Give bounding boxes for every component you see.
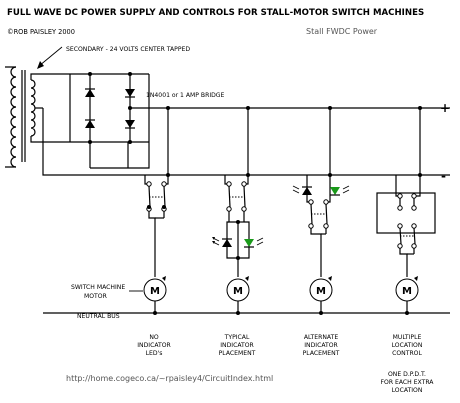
copyright-text: ©ROB PAISLEY 2000 bbox=[7, 28, 75, 36]
svg-text:ONE D.P.D.T.: ONE D.P.D.T. bbox=[388, 371, 426, 378]
led-red-indicator-typical bbox=[212, 237, 232, 247]
svg-text:PLACEMENT: PLACEMENT bbox=[219, 350, 256, 357]
svg-text:LOCATION: LOCATION bbox=[392, 342, 423, 349]
bridge-rectifier bbox=[69, 72, 150, 169]
column-label-no-indicator: NO INDICATOR LED's bbox=[137, 334, 171, 357]
diode-d3 bbox=[85, 119, 95, 128]
primary-winding bbox=[10, 66, 17, 168]
svg-text:TYPICAL: TYPICAL bbox=[224, 334, 250, 341]
svg-text:FOR EACH EXTRA: FOR EACH EXTRA bbox=[381, 379, 435, 386]
junction-dot bbox=[128, 72, 132, 76]
diagram-title: FULL WAVE DC POWER SUPPLY AND CONTROLS F… bbox=[7, 8, 424, 18]
switch-motor-4: M bbox=[395, 276, 419, 302]
diode-d4 bbox=[125, 120, 135, 129]
junction-dot bbox=[88, 140, 92, 144]
transformer bbox=[5, 46, 450, 176]
column-label-multiple-location: MULTIPLE LOCATION CONTROL bbox=[392, 334, 423, 357]
svg-text:LED's: LED's bbox=[146, 350, 163, 357]
secondary-label: SECONDARY - 24 VOLTS CENTER TAPPED bbox=[66, 46, 190, 53]
diode-d1 bbox=[85, 88, 95, 97]
diagram-subtitle: Stall FWDC Power bbox=[306, 27, 378, 36]
svg-text:M: M bbox=[233, 286, 243, 297]
column-label-typical-indicator: TYPICAL INDICATOR PLACEMENT bbox=[219, 334, 256, 357]
svg-text:NO: NO bbox=[149, 334, 159, 341]
minus-terminal-label: - bbox=[441, 169, 446, 183]
circuit-typical-indicator: M bbox=[212, 108, 264, 313]
secondary-winding bbox=[30, 79, 36, 137]
svg-text:INDICATOR: INDICATOR bbox=[220, 342, 254, 349]
svg-text:M: M bbox=[402, 286, 412, 297]
svg-text:INDICATOR: INDICATOR bbox=[137, 342, 171, 349]
led-red-indicator-alternate bbox=[292, 185, 312, 195]
switch-motor-3: M bbox=[309, 276, 333, 302]
bridge-label: 1N4001 or 1 AMP BRIDGE bbox=[146, 92, 225, 99]
svg-text:INDICATOR: INDICATOR bbox=[304, 342, 338, 349]
svg-text:PLACEMENT: PLACEMENT bbox=[303, 350, 340, 357]
diode-d2 bbox=[125, 89, 135, 98]
switch-motor-2: M bbox=[226, 276, 250, 302]
svg-text:M: M bbox=[150, 286, 160, 297]
extra-location-note: ONE D.P.D.T. FOR EACH EXTRA LOCATION bbox=[381, 371, 435, 394]
led-green-indicator-alternate bbox=[330, 185, 350, 196]
svg-text:LOCATION: LOCATION bbox=[392, 387, 423, 394]
rail-junctions bbox=[128, 106, 422, 315]
junction-dot bbox=[128, 140, 132, 144]
motor-label-line2: MOTOR bbox=[84, 293, 108, 300]
extra-location-box bbox=[376, 192, 436, 234]
neutral-bus-label: NEUTRAL BUS bbox=[77, 313, 120, 320]
circuit-multiple-location: M bbox=[376, 108, 436, 313]
svg-text:MULTIPLE: MULTIPLE bbox=[393, 334, 422, 341]
led-green-indicator-typical bbox=[244, 237, 264, 248]
svg-text:ALTERNATE: ALTERNATE bbox=[304, 334, 339, 341]
svg-text:M: M bbox=[316, 286, 326, 297]
column-label-alternate-indicator: ALTERNATE INDICATOR PLACEMENT bbox=[303, 334, 340, 357]
secondary-pointer bbox=[38, 46, 63, 67]
circuit-no-indicator: M bbox=[143, 108, 169, 313]
junction-dot bbox=[88, 72, 92, 76]
motor-label-line1: SWITCH MACHINE bbox=[71, 284, 125, 291]
circuit-alternate-indicator: M bbox=[292, 108, 350, 313]
svg-text:CONTROL: CONTROL bbox=[392, 350, 422, 357]
switch-motor-1: M bbox=[143, 276, 167, 302]
source-url: http://home.cogeco.ca/~rpaisley4/Circuit… bbox=[66, 374, 273, 383]
